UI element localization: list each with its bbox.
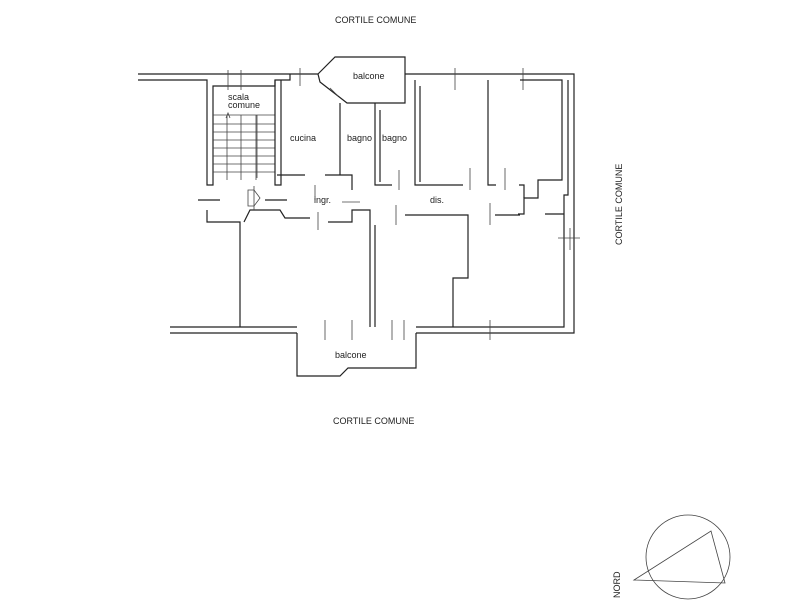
compass-rose — [632, 514, 731, 600]
label-courtyard-top: CORTILE COMUNE — [335, 15, 416, 25]
interior-walls — [198, 79, 564, 327]
label-stair-2: comune — [228, 100, 260, 110]
label-balcony-bottom: balcone — [335, 350, 367, 360]
label-entrance: ingr. — [314, 195, 331, 205]
label-bath-1: bagno — [347, 133, 372, 143]
label-kitchen: cucina — [290, 133, 316, 143]
entry-arrow-icon — [225, 111, 261, 210]
label-courtyard-bottom: CORTILE COMUNE — [333, 416, 414, 426]
balcony-top-outline — [317, 56, 406, 104]
label-bath-2: bagno — [382, 133, 407, 143]
label-balcony-top: balcone — [353, 71, 385, 81]
outer-walls — [138, 68, 580, 340]
stair-steps — [213, 114, 275, 180]
label-hallway: dis. — [430, 195, 444, 205]
label-stair-1: scala — [228, 92, 249, 102]
label-north: NORD — [612, 571, 622, 598]
label-courtyard-right: CORTILE COMUNE — [614, 164, 624, 245]
balcony-bottom-outline — [296, 333, 417, 377]
